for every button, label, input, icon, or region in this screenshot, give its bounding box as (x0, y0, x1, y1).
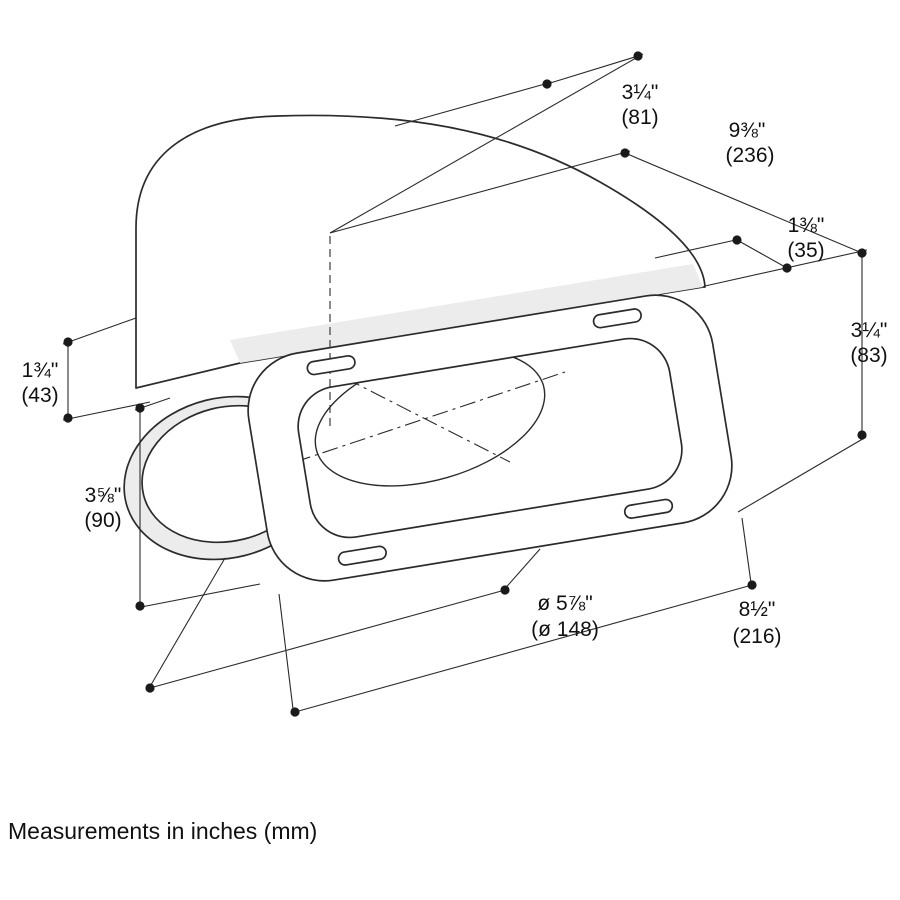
flange-opening (297, 337, 683, 539)
dimline-opening-width (294, 584, 753, 713)
dim-top-width-inches: 9⅜" (729, 119, 766, 142)
dim-left-height-inches: 3⅝" (85, 484, 122, 507)
ext-diameter-b (501, 548, 541, 593)
dot (63, 337, 73, 347)
dim-flange-offset-inches: 1⅜" (788, 214, 825, 237)
ext-flange-offset (654, 238, 741, 259)
slot-bottom-right (623, 498, 674, 519)
flange-lip-shading (230, 264, 703, 363)
dim-left-top-mm: (43) (21, 384, 58, 407)
dot (135, 403, 145, 413)
dimline-flange-offset (736, 239, 788, 269)
ext-right-height (737, 436, 867, 513)
dimension-labels: 3¼" (81) 9⅜" (236) 1⅜" (35) 3¼" (83) 1¾"… (21, 81, 887, 648)
ext-left-top-b (62, 401, 151, 421)
dot (620, 148, 630, 158)
dot (857, 430, 867, 440)
mounting-slots (306, 308, 674, 566)
dot (782, 263, 792, 273)
dim-left-height-mm: (90) (84, 509, 121, 532)
slot-top-left (306, 355, 356, 376)
ext-left-height-b (135, 583, 261, 609)
dim-top-width-mm: (236) (725, 144, 774, 167)
adapter-body (123, 114, 733, 582)
dot (290, 707, 300, 717)
measurement-units-note: Measurements in inches (mm) (8, 818, 318, 844)
slot-bottom-left (337, 545, 387, 566)
dim-opening-width-inches: 8½" (739, 598, 776, 621)
body-outline (135, 114, 706, 389)
ext-opening-width-a (278, 593, 294, 710)
dimline-top-width (624, 152, 863, 254)
ext-opening-width-b (741, 517, 752, 584)
centerline-depth (294, 371, 566, 463)
dot (135, 601, 145, 611)
dim-right-height-mm: (83) (850, 344, 887, 367)
dim-duct-diameter-mm: (ø 148) (531, 618, 599, 641)
extension-lines (62, 53, 868, 710)
dim-flange-offset-mm: (35) (787, 239, 824, 262)
dim-opening-width-mm: (216) (732, 625, 781, 648)
dim-left-top-inches: 1¾" (22, 359, 59, 382)
dot (857, 248, 867, 258)
dot (500, 585, 510, 595)
ext-top-depth-b (329, 53, 644, 234)
dim-top-depth-mm: (81) (621, 106, 658, 129)
dot (633, 51, 643, 61)
dot (542, 79, 552, 89)
dot (747, 580, 757, 590)
dot (145, 683, 155, 693)
dimension-lines (67, 55, 863, 713)
dim-right-height-inches: 3¼" (851, 319, 888, 342)
dim-duct-diameter-inches: ø 5⅞" (537, 592, 592, 615)
ext-diameter-a (147, 557, 226, 691)
dimline-top-depth (546, 55, 639, 85)
dimline-duct-diameter (149, 589, 506, 689)
dot (732, 235, 742, 245)
ext-top-depth-a (394, 81, 553, 127)
centerline-width (344, 377, 511, 463)
slot-top-right (592, 308, 642, 329)
dimension-dots (63, 51, 867, 717)
dim-top-depth-inches: 3¼" (622, 81, 659, 104)
flange (247, 294, 733, 582)
dot (63, 413, 73, 423)
ext-top-width-a (329, 150, 631, 234)
ext-left-top-a (62, 317, 137, 345)
